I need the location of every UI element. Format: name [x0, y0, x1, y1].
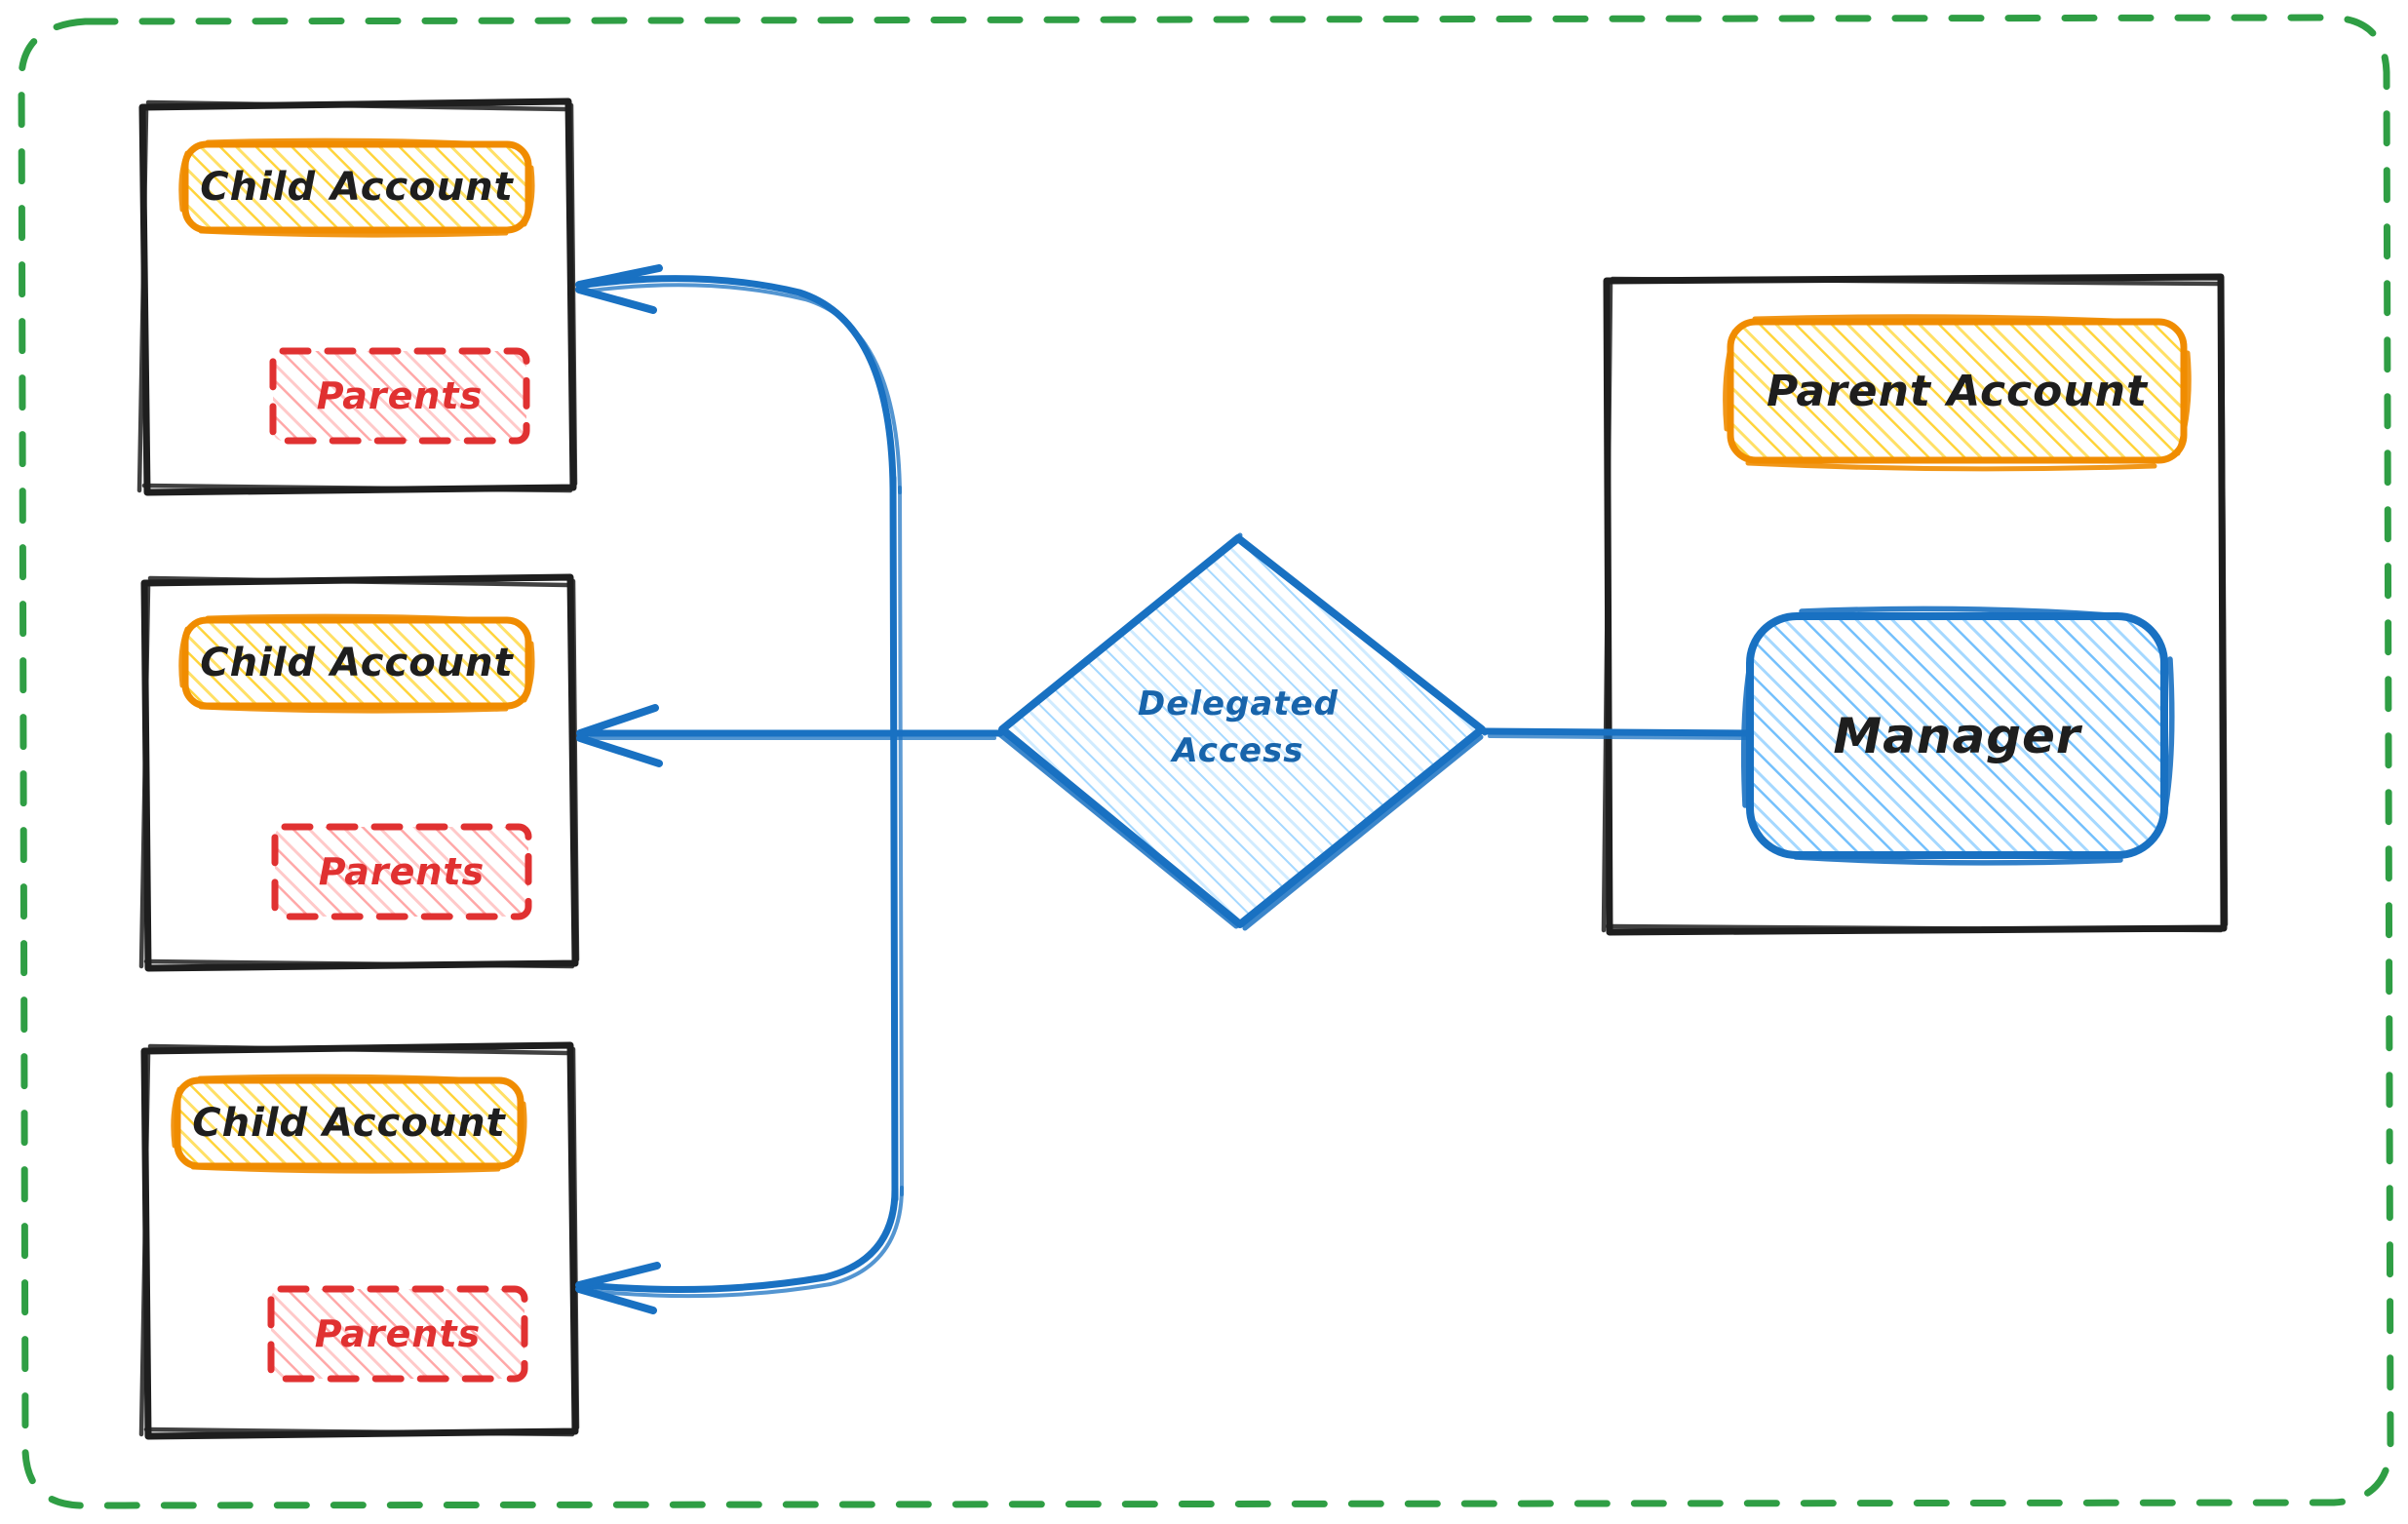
edge-to-child-1[interactable]: [575, 264, 902, 494]
parent-account-box[interactable]: [1723, 314, 2192, 472]
manager-box[interactable]: [1740, 606, 2175, 866]
edge-to-child-2[interactable]: [576, 704, 1004, 767]
parents-box-3[interactable]: [267, 1285, 528, 1383]
parents-box-2[interactable]: [271, 823, 532, 920]
edge-trunk-vertical: [889, 474, 904, 1203]
child-account-box-3[interactable]: [171, 1074, 527, 1174]
delegated-access-diamond[interactable]: [995, 532, 1488, 931]
edge-to-child-3[interactable]: [575, 1186, 904, 1314]
child-account-box-2[interactable]: [178, 613, 535, 714]
child-account-box-1[interactable]: [178, 137, 535, 238]
organization-boundary: [18, 14, 2394, 1509]
parents-box-1[interactable]: [269, 347, 530, 445]
edge-manager-to-delegated[interactable]: [1481, 727, 1754, 740]
